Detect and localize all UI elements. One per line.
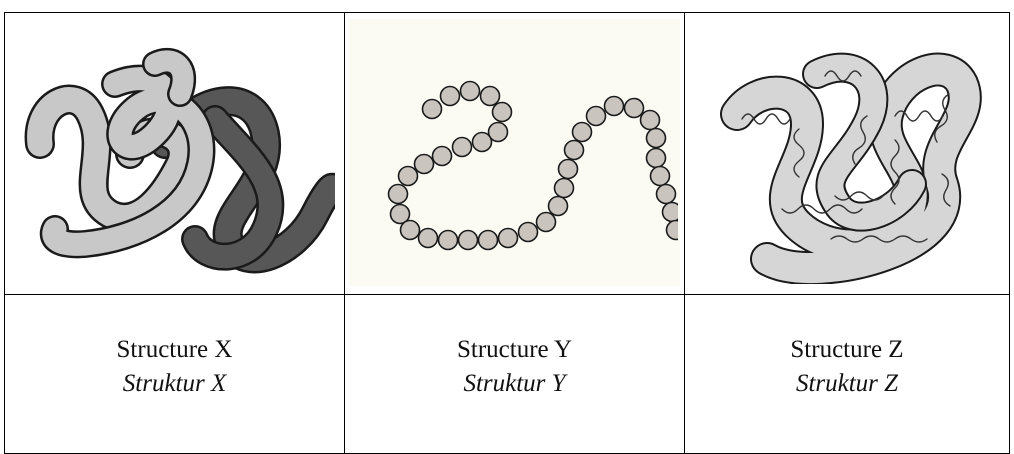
bead <box>397 165 418 186</box>
structure-y-diagram <box>387 80 678 250</box>
bead <box>457 229 478 250</box>
bead <box>623 97 644 118</box>
bead <box>471 131 492 152</box>
structure-x-label-malay: Struktur X <box>122 370 227 397</box>
bead <box>547 195 568 216</box>
structure-x-label-cell: Structure X Struktur X <box>5 295 345 453</box>
structure-z-diagram <box>720 52 982 284</box>
bead <box>431 145 452 166</box>
bead <box>563 139 584 160</box>
bead <box>417 227 438 248</box>
structure-x-image-cell <box>5 13 345 295</box>
bead <box>517 221 538 242</box>
bead <box>639 109 660 130</box>
structure-z-label: Structure Z <box>790 336 904 363</box>
bead <box>661 201 678 222</box>
bead <box>655 183 676 204</box>
bead <box>487 121 508 142</box>
bead <box>645 127 666 148</box>
bead <box>459 80 480 101</box>
wavy-line <box>741 69 951 243</box>
structure-z-image-cell <box>685 13 1009 295</box>
bead <box>571 121 592 142</box>
light-ribbon <box>24 47 215 258</box>
bead <box>399 219 420 240</box>
bead <box>535 211 556 232</box>
bead <box>421 98 442 119</box>
structure-y-image-cell <box>345 13 685 295</box>
structures-table: Structure X Struktur X Structure Y Struk… <box>4 12 1010 454</box>
bead <box>437 229 458 250</box>
folded-ribbon <box>720 52 982 284</box>
structure-x-diagram <box>24 47 335 273</box>
bead <box>497 227 518 248</box>
bead <box>451 136 472 157</box>
structure-z-label-cell: Structure Z Struktur Z <box>685 295 1009 453</box>
bead <box>389 203 410 224</box>
bead <box>439 85 460 106</box>
bead <box>491 101 512 122</box>
bead <box>585 105 606 126</box>
structure-z-label-malay: Struktur Z <box>795 370 899 397</box>
bead <box>477 229 498 250</box>
bead <box>553 177 574 198</box>
bead <box>645 147 666 168</box>
bead <box>413 153 434 174</box>
bead <box>665 219 678 240</box>
structure-y-label-malay: Struktur Y <box>463 370 566 397</box>
bead <box>603 95 624 116</box>
bead <box>387 183 408 204</box>
structure-x-label: Structure X <box>116 336 233 363</box>
structure-y-label: Structure Y <box>456 336 572 363</box>
bead <box>649 165 670 186</box>
bead <box>557 158 578 179</box>
bead <box>479 85 500 106</box>
structure-y-label-cell: Structure Y Struktur Y <box>345 295 685 453</box>
dark-ribbon <box>149 85 335 273</box>
